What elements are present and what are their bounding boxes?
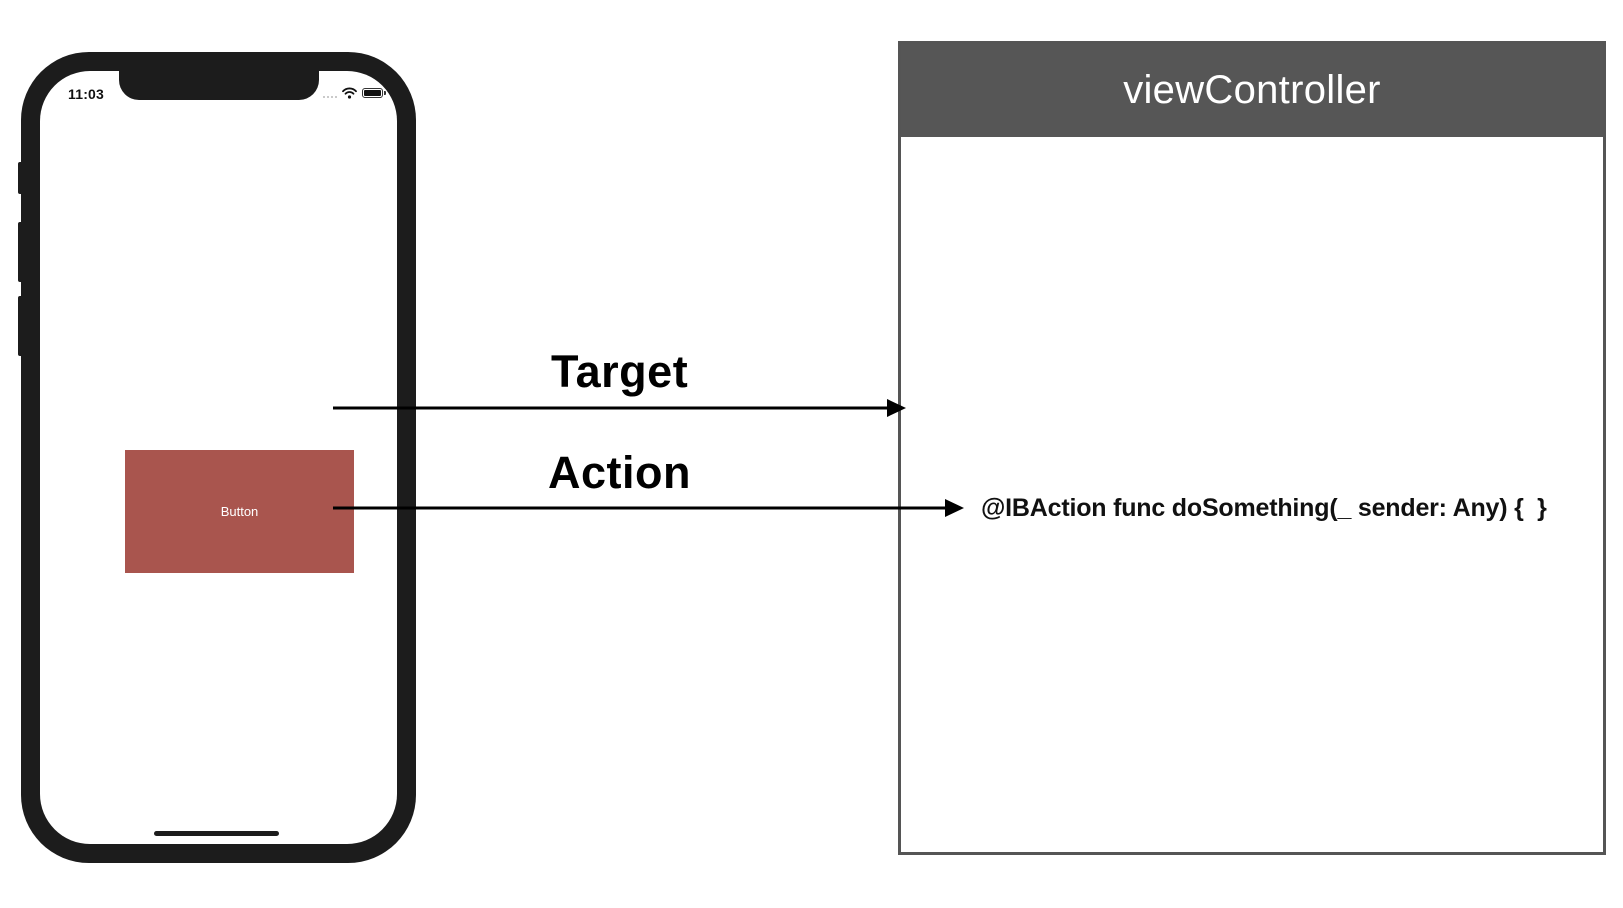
home-indicator[interactable] bbox=[154, 831, 279, 836]
ibaction-code: @IBAction func doSomething(_ sender: Any… bbox=[981, 494, 1547, 522]
target-arrowhead-icon bbox=[887, 399, 906, 417]
view-controller-title: viewController bbox=[901, 44, 1603, 137]
target-arrow bbox=[333, 399, 906, 417]
target-label: Target bbox=[551, 346, 689, 397]
action-label: Action bbox=[548, 447, 691, 498]
status-icons bbox=[323, 86, 386, 100]
phone-button[interactable]: Button bbox=[125, 450, 354, 573]
signal-dots-icon bbox=[323, 88, 337, 98]
phone-side-button-silent bbox=[18, 162, 22, 194]
wifi-icon bbox=[342, 87, 357, 99]
phone-mockup: 11:03 Button bbox=[18, 52, 416, 863]
view-controller-box: viewController bbox=[898, 41, 1606, 855]
action-arrow bbox=[333, 499, 964, 517]
phone-side-button-volume-down bbox=[18, 296, 22, 356]
phone-side-button-volume-up bbox=[18, 222, 22, 282]
phone-notch bbox=[119, 71, 319, 100]
status-time: 11:03 bbox=[68, 86, 105, 102]
battery-icon bbox=[362, 88, 386, 98]
action-arrowhead-icon bbox=[945, 499, 964, 517]
